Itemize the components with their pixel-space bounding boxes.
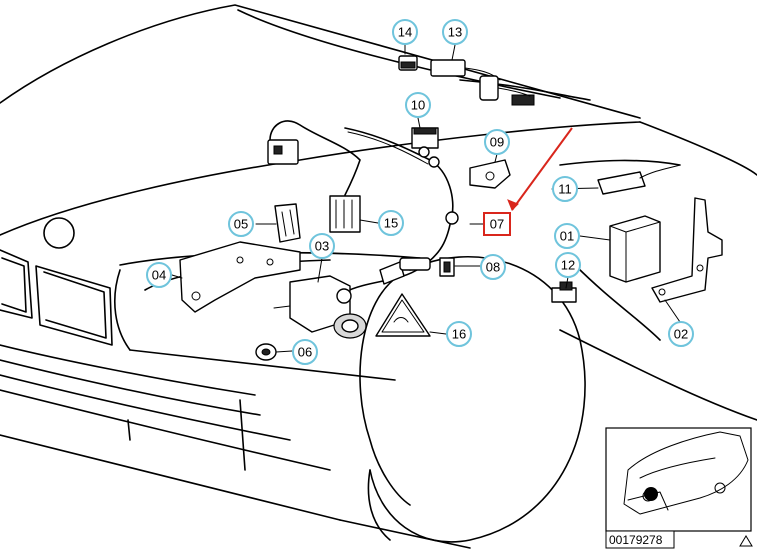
- callout-15: 15: [378, 210, 404, 236]
- svg-text:03: 03: [315, 239, 329, 254]
- callout-02: 02: [668, 321, 694, 347]
- part-09-bracket: [469, 159, 511, 189]
- svg-text:13: 13: [448, 25, 462, 40]
- part-05-bracket: [274, 203, 301, 243]
- svg-text:01: 01: [560, 229, 574, 244]
- reference-number: 00179278: [605, 530, 675, 549]
- svg-text:09: 09: [490, 135, 504, 150]
- callout-12: 12: [555, 252, 581, 278]
- leader-lines: [171, 44, 681, 353]
- part-08-clip: [439, 257, 455, 277]
- highlight-07: 07: [469, 127, 573, 236]
- svg-text:05: 05: [234, 217, 248, 232]
- locator-inset: [605, 427, 752, 532]
- callout-08: 08: [480, 254, 506, 280]
- callout-09: 09: [484, 129, 510, 155]
- highlight-box: [483, 212, 511, 236]
- part-11-connector: [597, 164, 681, 195]
- svg-text:16: 16: [452, 327, 466, 342]
- part-03-actuator: [273, 275, 367, 339]
- svg-text:06: 06: [298, 345, 312, 360]
- svg-text:04: 04: [152, 268, 166, 283]
- svg-text:15: 15: [384, 216, 398, 231]
- svg-text:10: 10: [411, 98, 425, 113]
- harness-plug-upper-left: [267, 139, 299, 165]
- part-02-bracket: [651, 197, 723, 303]
- callout-06: 06: [292, 339, 318, 365]
- triangle-marker-icon: [739, 535, 753, 547]
- callout-13: 13: [442, 19, 468, 45]
- part-15-connector: [329, 195, 361, 233]
- callout-01: 01: [554, 223, 580, 249]
- callout-05: 05: [228, 211, 254, 237]
- callout-04: 04: [146, 262, 172, 288]
- svg-text:11: 11: [558, 182, 572, 197]
- callout-11: 11: [552, 176, 578, 202]
- callout-03: 03: [309, 233, 335, 259]
- part-07-cable: [379, 146, 459, 285]
- part-06-grommet: [255, 343, 277, 361]
- part-04-bracket: [179, 241, 301, 313]
- svg-text:14: 14: [398, 25, 412, 40]
- svg-text:12: 12: [561, 258, 575, 273]
- part-14-connector: [398, 55, 418, 71]
- part-12-connector: [551, 281, 577, 303]
- highlight-label: 07: [490, 217, 504, 232]
- svg-text:08: 08: [486, 260, 500, 275]
- callout-14: 14: [392, 19, 418, 45]
- part-16-warning-label: [375, 293, 431, 337]
- callout-16: 16: [446, 321, 472, 347]
- callout-10: 10: [405, 92, 431, 118]
- part-13-relay: [430, 59, 535, 106]
- part-10-connector: [411, 127, 439, 149]
- location-dot-icon: [644, 487, 658, 501]
- svg-text:02: 02: [674, 327, 688, 342]
- part-01-control-unit: [609, 215, 661, 283]
- reference-number-text: 00179278: [609, 533, 663, 547]
